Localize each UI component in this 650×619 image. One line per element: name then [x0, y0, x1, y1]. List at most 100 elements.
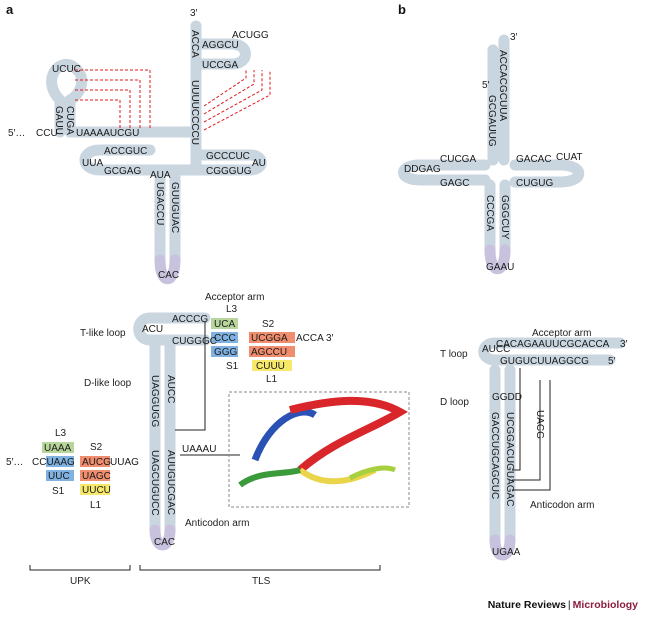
tls-accept-top: ACCCG	[172, 314, 208, 325]
tls-ac-loop: CAC	[154, 537, 175, 548]
panel-b-label: b	[398, 2, 406, 17]
b-lshape-ac-r: UCGGACUGUAGAC	[504, 412, 515, 506]
upk-S1-bot-block	[46, 470, 74, 481]
tls-L1-seq: CUUU	[256, 361, 285, 372]
b-dstem-t: CUCGA	[440, 154, 476, 165]
b-d-loop-label: D loop	[440, 397, 469, 408]
tls-L1-block	[252, 360, 292, 371]
upk-L1-label: L1	[90, 500, 102, 511]
3d-ribbon-image	[238, 396, 408, 488]
b-top-5prime: 5′	[482, 80, 490, 91]
a-acc-stem-seq: AGGCU	[202, 40, 239, 51]
upk-L1-seq: UUCU	[82, 485, 111, 496]
tls-S1-top: CCC	[214, 333, 236, 344]
tls-d-stem-r: AUCC	[165, 375, 176, 403]
tls-3prime: 3′	[326, 333, 334, 344]
b-dstem-b: GAGC	[440, 178, 469, 189]
b-lshape-acc2: GUGUCUUAGGCG	[500, 356, 589, 367]
a-top-3prime: 3′	[190, 8, 198, 19]
upk-range-label: UPK	[70, 576, 91, 587]
a-right-loop: AU	[252, 158, 266, 169]
a-bridge-seq: UAAAAUCGU	[76, 128, 139, 139]
tls-L1-label: L1	[266, 374, 278, 385]
journal-name: Nature Reviews	[487, 599, 566, 611]
panel-b-top-cloverleaf: 3′ 5′ ACCACGCUUA GCGAUUG CUCGA GAGC DDGA…	[398, 32, 585, 275]
a-dstem-top: ACCGUC	[104, 146, 147, 157]
tls-tail: ACCA	[296, 333, 324, 344]
a-left-stem-r: CUGA	[64, 106, 75, 135]
a-top-5prime: 5′…	[8, 128, 25, 139]
a-ac-loop: CAC	[158, 270, 179, 281]
upk-S2-seq: AUCG	[82, 457, 111, 468]
a-right-bot: CGGGUG	[206, 166, 252, 177]
upk-5prime: 5′…	[6, 457, 23, 468]
upk-link: UUAG	[110, 457, 139, 468]
b-tstem-b: CUGUG	[516, 178, 553, 189]
tls-L3-label: L3	[226, 304, 238, 315]
b-lshape-ac-l: GACCUGCAGCUC	[489, 412, 500, 499]
b-ac-l: CCCGA	[484, 195, 495, 231]
b-lshape-dloop: GGDD	[492, 392, 522, 403]
a-acc-loop-seq: ACUGG	[232, 30, 269, 41]
upk-S2-bot-block	[80, 470, 110, 481]
b-lshape-tloop: AUCC	[482, 344, 510, 355]
b-tstem-t: GACAC	[516, 154, 552, 165]
tls-S1-bot: GGG	[214, 347, 238, 358]
b-anticodon-arm-label: Anticodon arm	[530, 500, 594, 511]
tls-S1-bot-block	[211, 346, 238, 357]
tls-S1-label: S1	[226, 361, 239, 372]
tls-loop-seq: ACU	[142, 324, 163, 335]
tls-S2-bot-block	[249, 346, 295, 357]
tls-d-stem-l: UAGGUGG	[149, 375, 160, 427]
upk-S1-top-seq: CCUAAG	[32, 457, 75, 468]
tls-ac-r: AUUGUCGAC	[165, 450, 176, 515]
credit-separator: |	[567, 599, 571, 611]
b-ac-loop: GAAU	[486, 262, 514, 273]
b-lshape-ac-loop: UGAA	[492, 547, 521, 558]
a-junction: AUA	[150, 170, 171, 181]
upk-L1-block	[80, 484, 110, 495]
upk-L3-seq: UAAA	[44, 443, 72, 454]
journal-section: Microbiology	[572, 599, 638, 611]
b-ac-r: GGGCUY	[499, 195, 510, 240]
tls-range-label: TLS	[252, 576, 271, 587]
tls-S2-seq: UCGGA	[251, 333, 288, 344]
b-lshape-acc: CACAGAAUUCGCACCA	[496, 339, 610, 350]
b-tloop: CUAT	[556, 152, 582, 163]
upk-L3-label: L3	[55, 428, 67, 439]
tls-S2-top-block	[249, 332, 295, 343]
t-like-loop-label: T-like loop	[80, 328, 126, 339]
tls-accept-bot: CUGGGC	[172, 336, 217, 347]
tls-anticodon-arm-label: Anticodon arm	[185, 518, 249, 529]
upk-S2-bot-seq: UAGC	[82, 471, 111, 482]
a-ac-stem-l: UGACCU	[154, 182, 165, 225]
b-lshape-5prime: 5′	[608, 356, 616, 367]
upk-S2-top-block	[80, 456, 110, 467]
tls-S2-label: S2	[262, 319, 275, 330]
b-acc-r: GCGAUUG	[486, 95, 497, 147]
b-t-loop-label: T loop	[440, 349, 468, 360]
upk-S1-bot-seq: UUC	[48, 471, 70, 482]
panel-a-label: a	[6, 2, 14, 17]
tls-upk-join: UAAAU	[182, 444, 216, 455]
a-5prime-seq: CCU	[36, 128, 58, 139]
a-dloop: UUA	[82, 158, 103, 169]
a-dstem-bot: GCGAG	[104, 166, 141, 177]
upk-S1-label: S1	[52, 486, 65, 497]
upk-L3-block	[42, 442, 74, 453]
d-like-loop-label: D-like loop	[84, 378, 132, 389]
a-acc-top-seq: ACCA	[189, 30, 200, 58]
b-lshape-3prime: 3′	[620, 339, 628, 350]
a-ac-stem-r: GUUGUAC	[169, 182, 180, 233]
a-pk-strand-seq: UUUUCCCCU	[189, 80, 200, 145]
panel-a-top-structure: 3′ ACCA AGGCU UCCGA ACUGG UUUUCCCCU UCUC…	[8, 8, 271, 285]
tls-S1-top-block	[211, 332, 238, 343]
b-lshape-link: UACG	[534, 410, 545, 439]
tls-ac-l: UAGCUGUCC	[149, 450, 160, 516]
a-left-loop-seq: UCUC	[52, 64, 81, 75]
tls-L3-seq: UCA	[214, 319, 235, 330]
b-dloop: DDGAG	[404, 164, 441, 175]
tls-L3-block	[211, 318, 238, 329]
a-acc-stem2-seq: UCCGA	[202, 60, 238, 71]
